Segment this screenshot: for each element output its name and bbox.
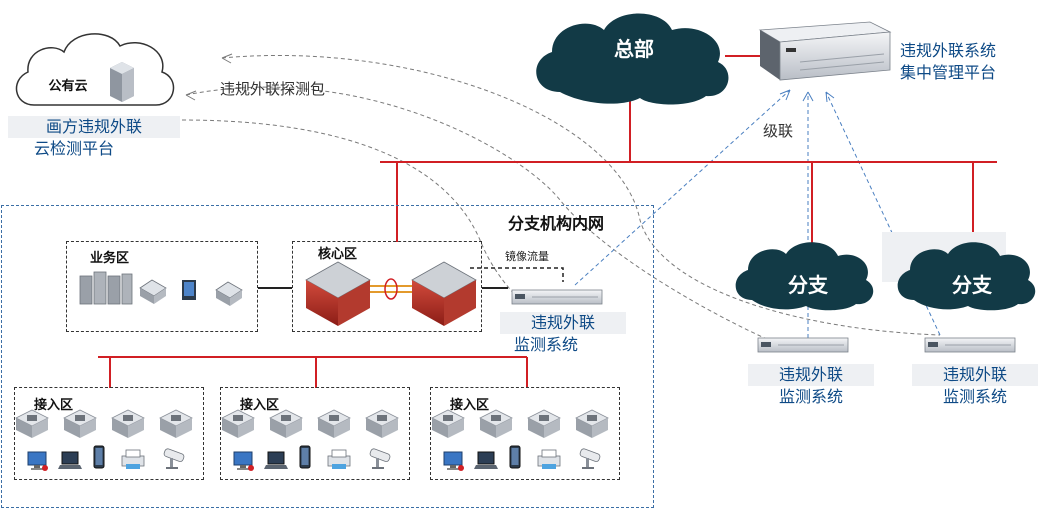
central-platform-label: 违规外联系统 集中管理平台 [900,40,1024,84]
cloud-platform-line2: 云检测平台 [8,138,180,160]
core-stack-link [370,278,412,300]
branch-network-zone [1,205,654,508]
core-switch-right [411,261,477,326]
business-zone-title: 业务区 [90,251,130,266]
red-links [98,55,997,388]
branch1-monitor-line2: 监测系统 [748,386,874,408]
branch1-label: 分支 [788,273,829,297]
cloud-platform-label: 画方违规外联 云检测平台 [8,116,180,160]
access-zone-1 [14,387,204,480]
probe-dashed-lines [181,54,941,346]
cascade-arrowhead-2 [802,91,814,102]
probe-packet-label: 违规外联探测包 [220,80,326,98]
branch2-monitor-server [924,337,1016,353]
branch2-monitor-label: 违规外联 监测系统 [912,364,1038,408]
branch2-monitor-line2: 监测系统 [912,386,1038,408]
central-platform-server [758,21,892,81]
branch-monitor-line2: 监测系统 [500,334,626,356]
cascade-arrowhead-1 [779,89,791,101]
hq-cloud-shape [536,13,729,105]
public-cloud-label: 公有云 [48,78,87,94]
mirror-traffic-line [470,267,564,282]
probe-arrowhead-1 [221,53,233,64]
central-platform-line1: 违规外联系统 [900,41,997,60]
branch1-cloud-shape [735,242,874,311]
branch2-cloud-shape [897,242,1036,311]
core-zone [292,241,482,332]
business-zone-devices [79,271,243,306]
branch1-monitor-server [757,337,849,353]
mirror-traffic-label: 镜像流量 [505,250,549,263]
core-switch-left [305,261,371,326]
branch-network-title: 分支机构内网 [508,214,605,233]
access-zone-3 [430,387,620,480]
access-zone-2-title: 接入区 [240,398,280,413]
branch1-monitor-line1: 违规外联 [778,365,843,384]
branch-monitor-label: 违规外联 监测系统 [500,312,626,356]
branch2-monitor-line1: 违规外联 [942,365,1007,384]
core-zone-title: 核心区 [318,247,358,262]
access-zone-3-title: 接入区 [450,398,490,413]
business-zone [66,241,258,332]
branch1-monitor-label: 违规外联 监测系统 [748,364,874,408]
public-cloud-server [110,62,134,102]
central-platform-line2: 集中管理平台 [900,63,997,82]
cascade-arrowhead-3 [825,91,835,103]
branch2-label: 分支 [952,273,993,297]
cascade-label: 级联 [763,122,794,140]
access-zone-1-title: 接入区 [34,398,74,413]
branch-monitor-line1: 违规外联 [530,313,595,332]
hq-label: 总部 [614,37,654,61]
probe-arrowhead-2 [185,90,197,101]
public-cloud-shape [15,33,175,106]
access-zone-2 [220,387,410,480]
cloud-platform-line1: 画方违规外联 [45,117,142,136]
